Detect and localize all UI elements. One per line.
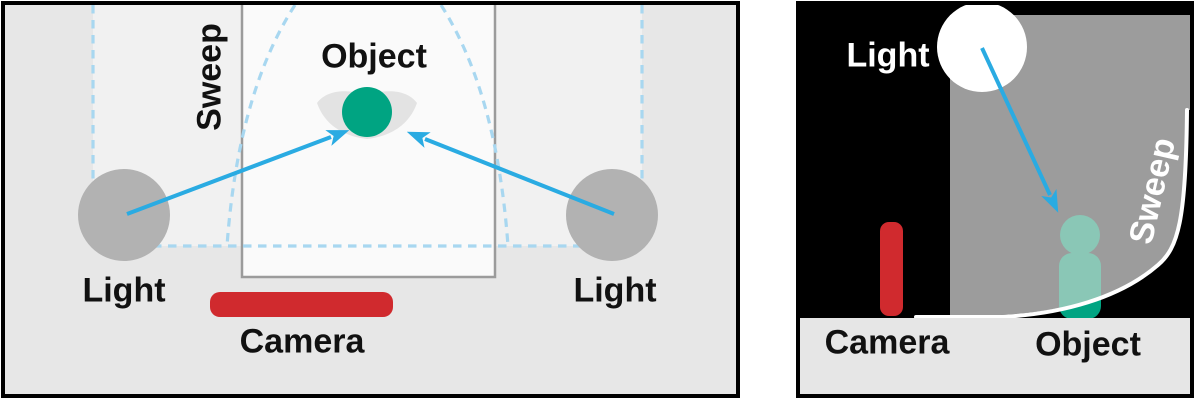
light-left-label: Light — [82, 271, 166, 310]
object-label: Object — [321, 37, 427, 76]
light-ray — [980, 47, 1059, 213]
camera-bar-side — [880, 222, 903, 316]
light-ray-left — [126, 130, 350, 216]
camera-label: Camera — [239, 322, 365, 361]
object-figure-head — [1060, 215, 1100, 255]
sweep-curve — [914, 108, 1189, 319]
camera-fov-box — [240, 5, 497, 279]
camera-label: Camera — [824, 323, 950, 362]
sweep-label: Sweep — [190, 23, 229, 131]
unswept-zone — [916, 110, 1190, 321]
left-panel-top-view: Sweep Object Light Light Camera — [1, 1, 740, 398]
sweep-arc-right — [439, 5, 510, 247]
object-label: Object — [1035, 325, 1141, 364]
object-circle — [342, 87, 392, 137]
right-panel-canvas — [800, 5, 1190, 394]
left-panel-canvas — [78, 5, 658, 317]
light-ray-right — [406, 131, 615, 216]
light-circle-left — [78, 169, 170, 261]
right-panel-side-view: Light Sweep Camera Object — [796, 1, 1194, 398]
light-label: Light — [846, 36, 930, 75]
camera-bar — [210, 292, 393, 317]
sweep-arc-left — [225, 5, 297, 247]
floor — [800, 318, 1190, 394]
light-right-label: Light — [573, 271, 657, 310]
